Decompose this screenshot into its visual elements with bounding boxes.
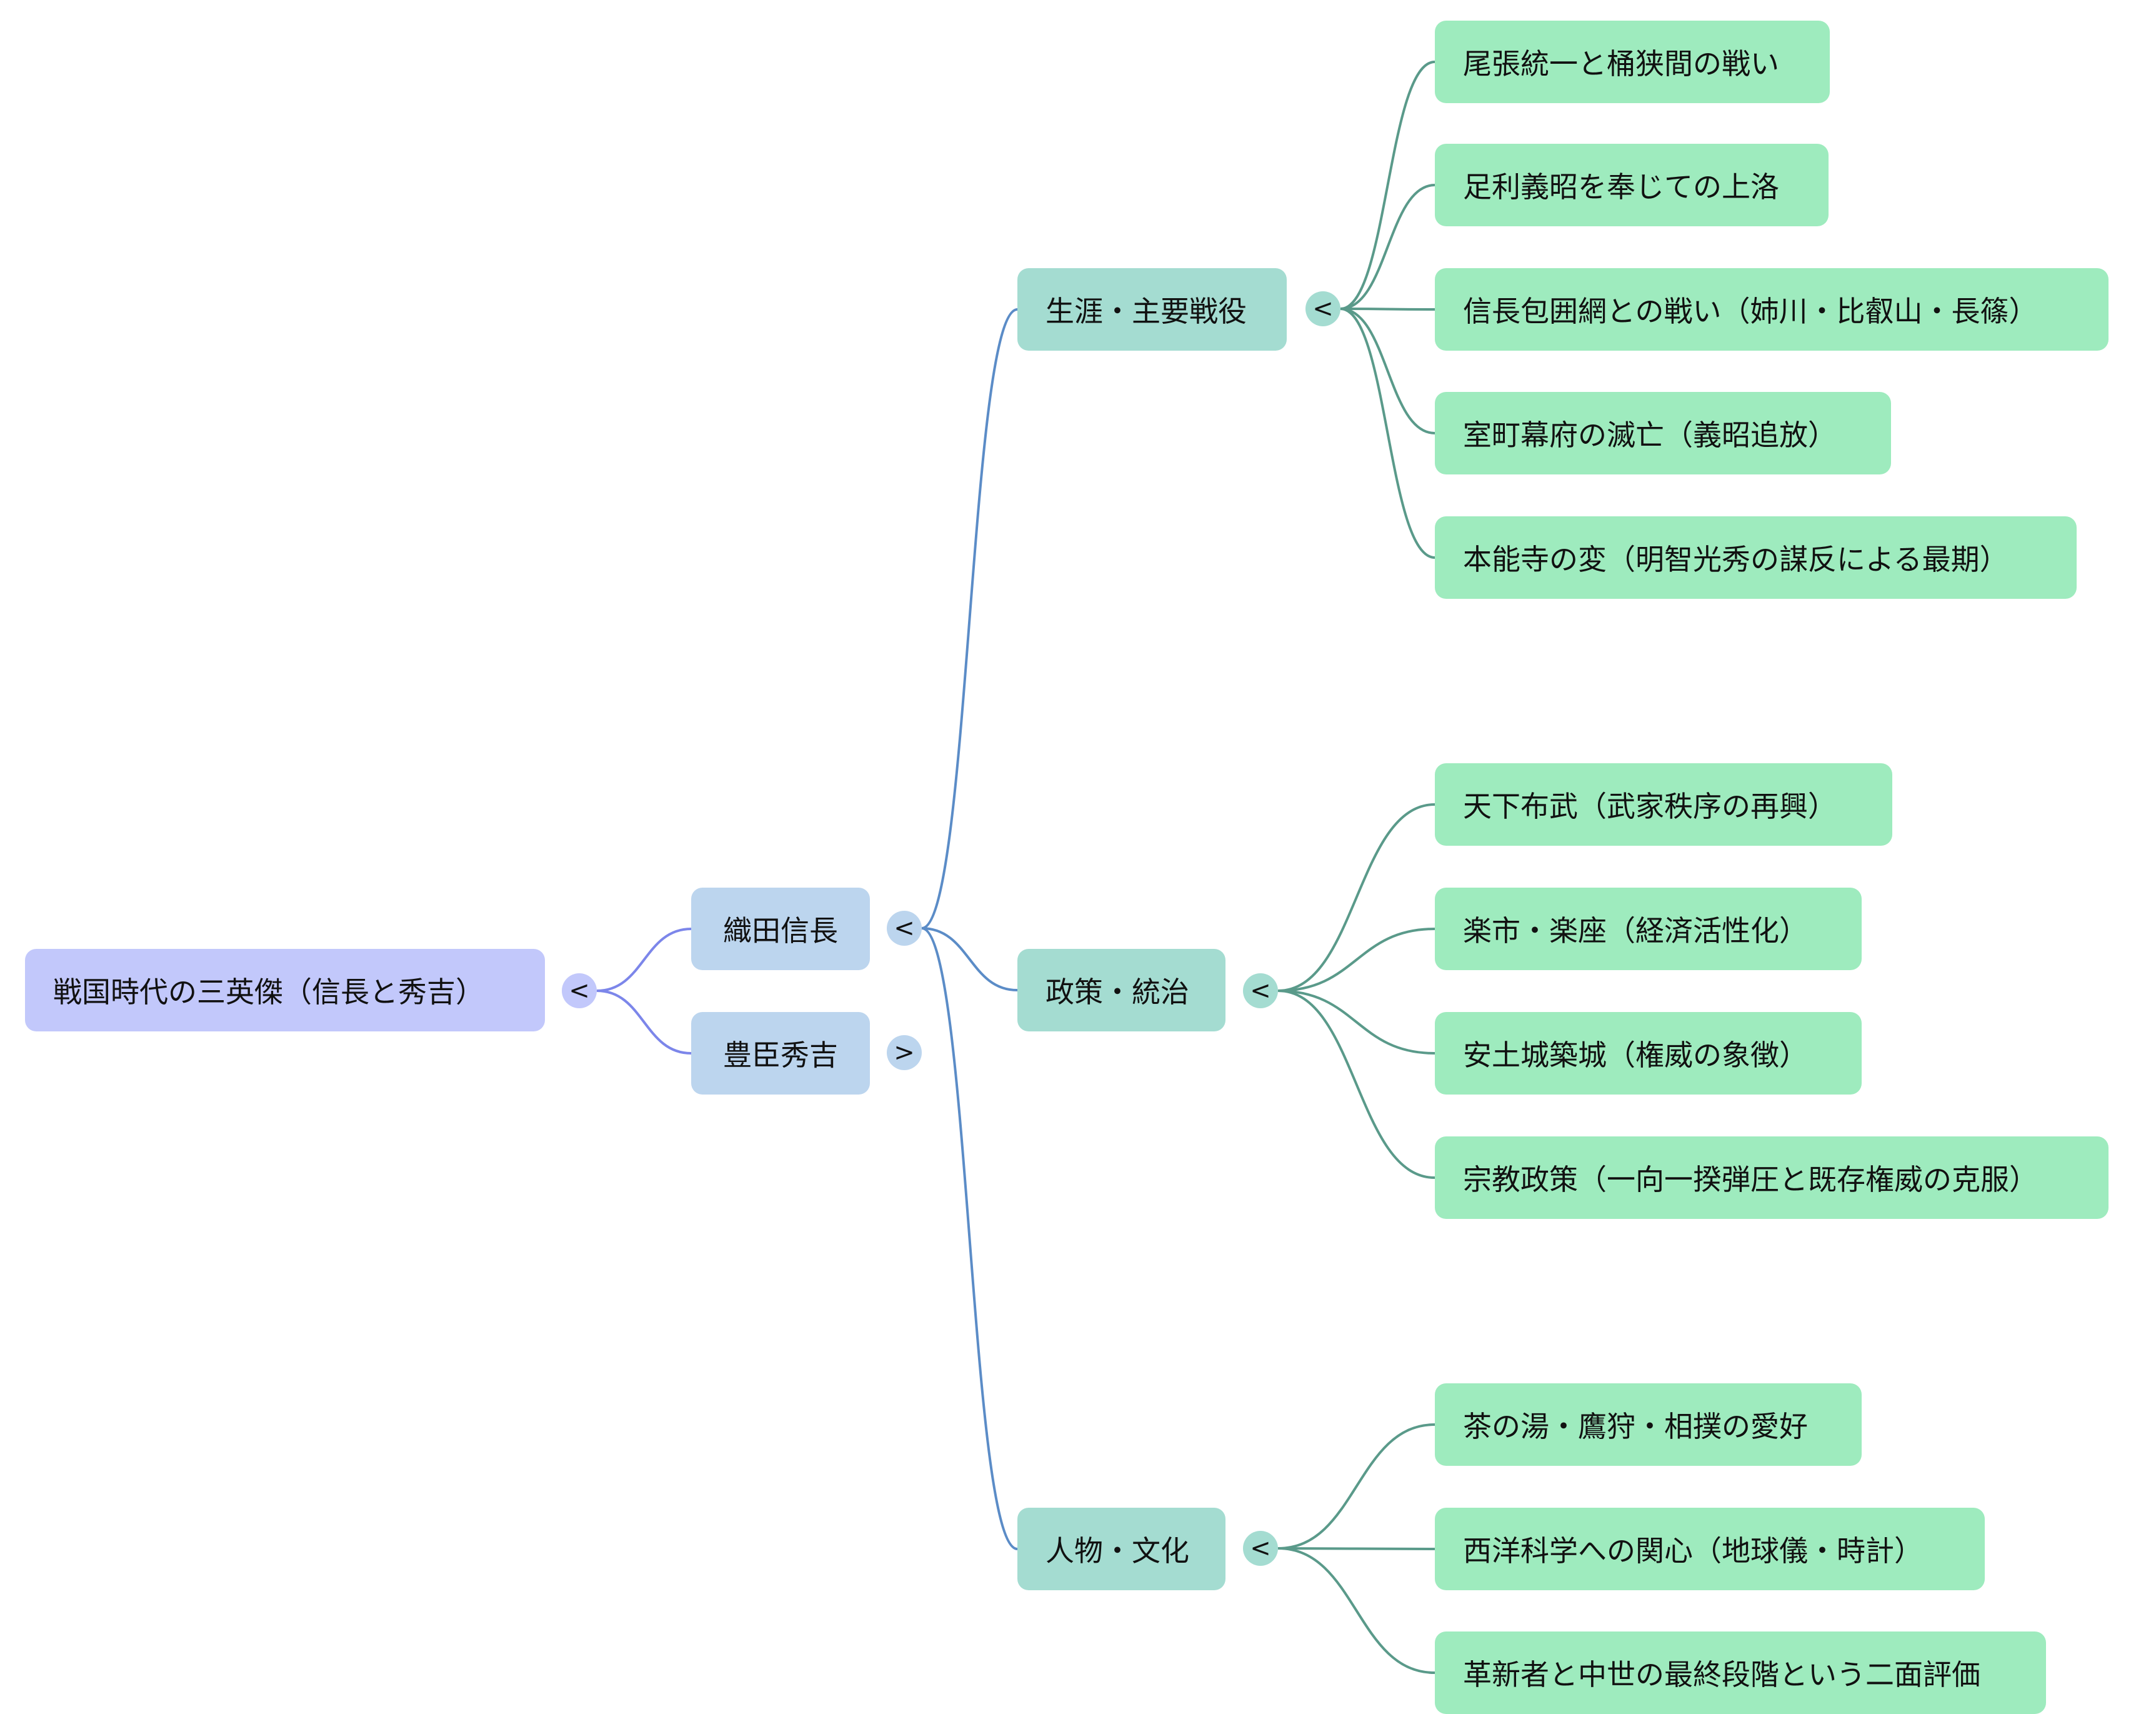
leaf-item[interactable]: 信長包囲網との戦い（姉川・比叡山・長篠） (1435, 268, 2109, 351)
leaf-label: 信長包囲網との戦い（姉川・比叡山・長篠） (1463, 294, 2038, 328)
person-culture-collapse-toggle[interactable]: < (1243, 1531, 1278, 1566)
policy-governance-collapse-toggle[interactable]: < (1243, 973, 1278, 1008)
node-label: 豊臣秀吉 (723, 1038, 838, 1072)
link-policy-leaf (1277, 990, 1435, 1179)
leaf-label: 宗教政策（一向一揆弾圧と既存権威の克服） (1463, 1163, 2038, 1196)
leaf-label: 西洋科学への関心（地球儀・時計） (1463, 1534, 1923, 1568)
toyotomi-hideyoshi-expand-toggle[interactable]: > (887, 1035, 922, 1070)
leaf-item[interactable]: 本能寺の変（明智光秀の謀反による最期） (1435, 516, 2077, 599)
link-career-leaf (1340, 308, 1435, 559)
root-label: 戦国時代の三英傑（信長と秀吉） (53, 975, 484, 1009)
leaf-label: 天下布武（武家秩序の再興） (1463, 789, 1837, 823)
node-person-culture[interactable]: 人物・文化 (1017, 1508, 1225, 1590)
leaf-label: 尾張統一と桶狭間の戦い (1463, 47, 1779, 81)
leaf-label: 室町幕府の滅亡（義昭追放） (1463, 418, 1837, 452)
leaf-label: 足利義昭を奉じての上洛 (1463, 170, 1779, 204)
link-career-leaf (1340, 61, 1435, 310)
link-policy-leaf (1277, 928, 1435, 992)
leaf-item[interactable]: 茶の湯・鷹狩・相撲の愛好 (1435, 1383, 1862, 1466)
link-root-nobunaga (596, 928, 692, 992)
leaf-item[interactable]: 天下布武（武家秩序の再興） (1435, 763, 1892, 846)
leaf-item[interactable]: 室町幕府の滅亡（義昭追放） (1435, 392, 1891, 474)
root-node[interactable]: 戦国時代の三英傑（信長と秀吉） (25, 949, 545, 1031)
link-root-hideyoshi (596, 990, 692, 1055)
node-toyotomi-hideyoshi[interactable]: 豊臣秀吉 (691, 1012, 870, 1095)
node-career-battles[interactable]: 生涯・主要戦役 (1017, 268, 1287, 351)
root-collapse-toggle[interactable]: < (562, 973, 597, 1008)
leaf-label: 茶の湯・鷹狩・相撲の愛好 (1463, 1410, 1808, 1443)
node-policy-governance[interactable]: 政策・統治 (1017, 949, 1225, 1031)
leaf-item[interactable]: 安土城築城（権威の象徴） (1435, 1012, 1862, 1095)
link-culture-leaf (1277, 1547, 1435, 1550)
link-nobunaga-career (921, 308, 1018, 930)
link-nobunaga-culture (921, 927, 1018, 1550)
leaf-item[interactable]: 革新者と中世の最終段階という二面評価 (1435, 1631, 2046, 1714)
leaf-item[interactable]: 足利義昭を奉じての上洛 (1435, 144, 1829, 226)
link-culture-leaf (1277, 1423, 1435, 1550)
leaf-label: 安土城築城（権威の象徴） (1463, 1038, 1808, 1072)
node-label: 政策・統治 (1046, 975, 1189, 1009)
leaf-item[interactable]: 西洋科学への関心（地球儀・時計） (1435, 1508, 1985, 1590)
link-nobunaga-policy (921, 927, 1018, 991)
oda-nobunaga-collapse-toggle[interactable]: < (887, 911, 922, 946)
career-battles-collapse-toggle[interactable]: < (1305, 291, 1340, 326)
node-oda-nobunaga[interactable]: 織田信長 (691, 888, 870, 970)
leaf-label: 楽市・楽座（経済活性化） (1463, 914, 1808, 948)
link-policy-leaf (1277, 990, 1435, 1055)
link-career-leaf (1340, 184, 1435, 310)
leaf-label: 革新者と中世の最終段階という二面評価 (1463, 1658, 1980, 1691)
leaf-label: 本能寺の変（明智光秀の謀反による最期） (1463, 543, 2009, 576)
leaf-item[interactable]: 宗教政策（一向一揆弾圧と既存権威の克服） (1435, 1136, 2109, 1219)
node-label: 織田信長 (723, 914, 838, 948)
node-label: 人物・文化 (1046, 1534, 1189, 1568)
leaf-item[interactable]: 楽市・楽座（経済活性化） (1435, 888, 1862, 970)
link-culture-leaf (1277, 1547, 1435, 1674)
node-label: 生涯・主要戦役 (1046, 294, 1247, 328)
leaf-item[interactable]: 尾張統一と桶狭間の戦い (1435, 21, 1830, 103)
link-policy-leaf (1277, 803, 1435, 992)
link-career-leaf (1340, 308, 1435, 434)
